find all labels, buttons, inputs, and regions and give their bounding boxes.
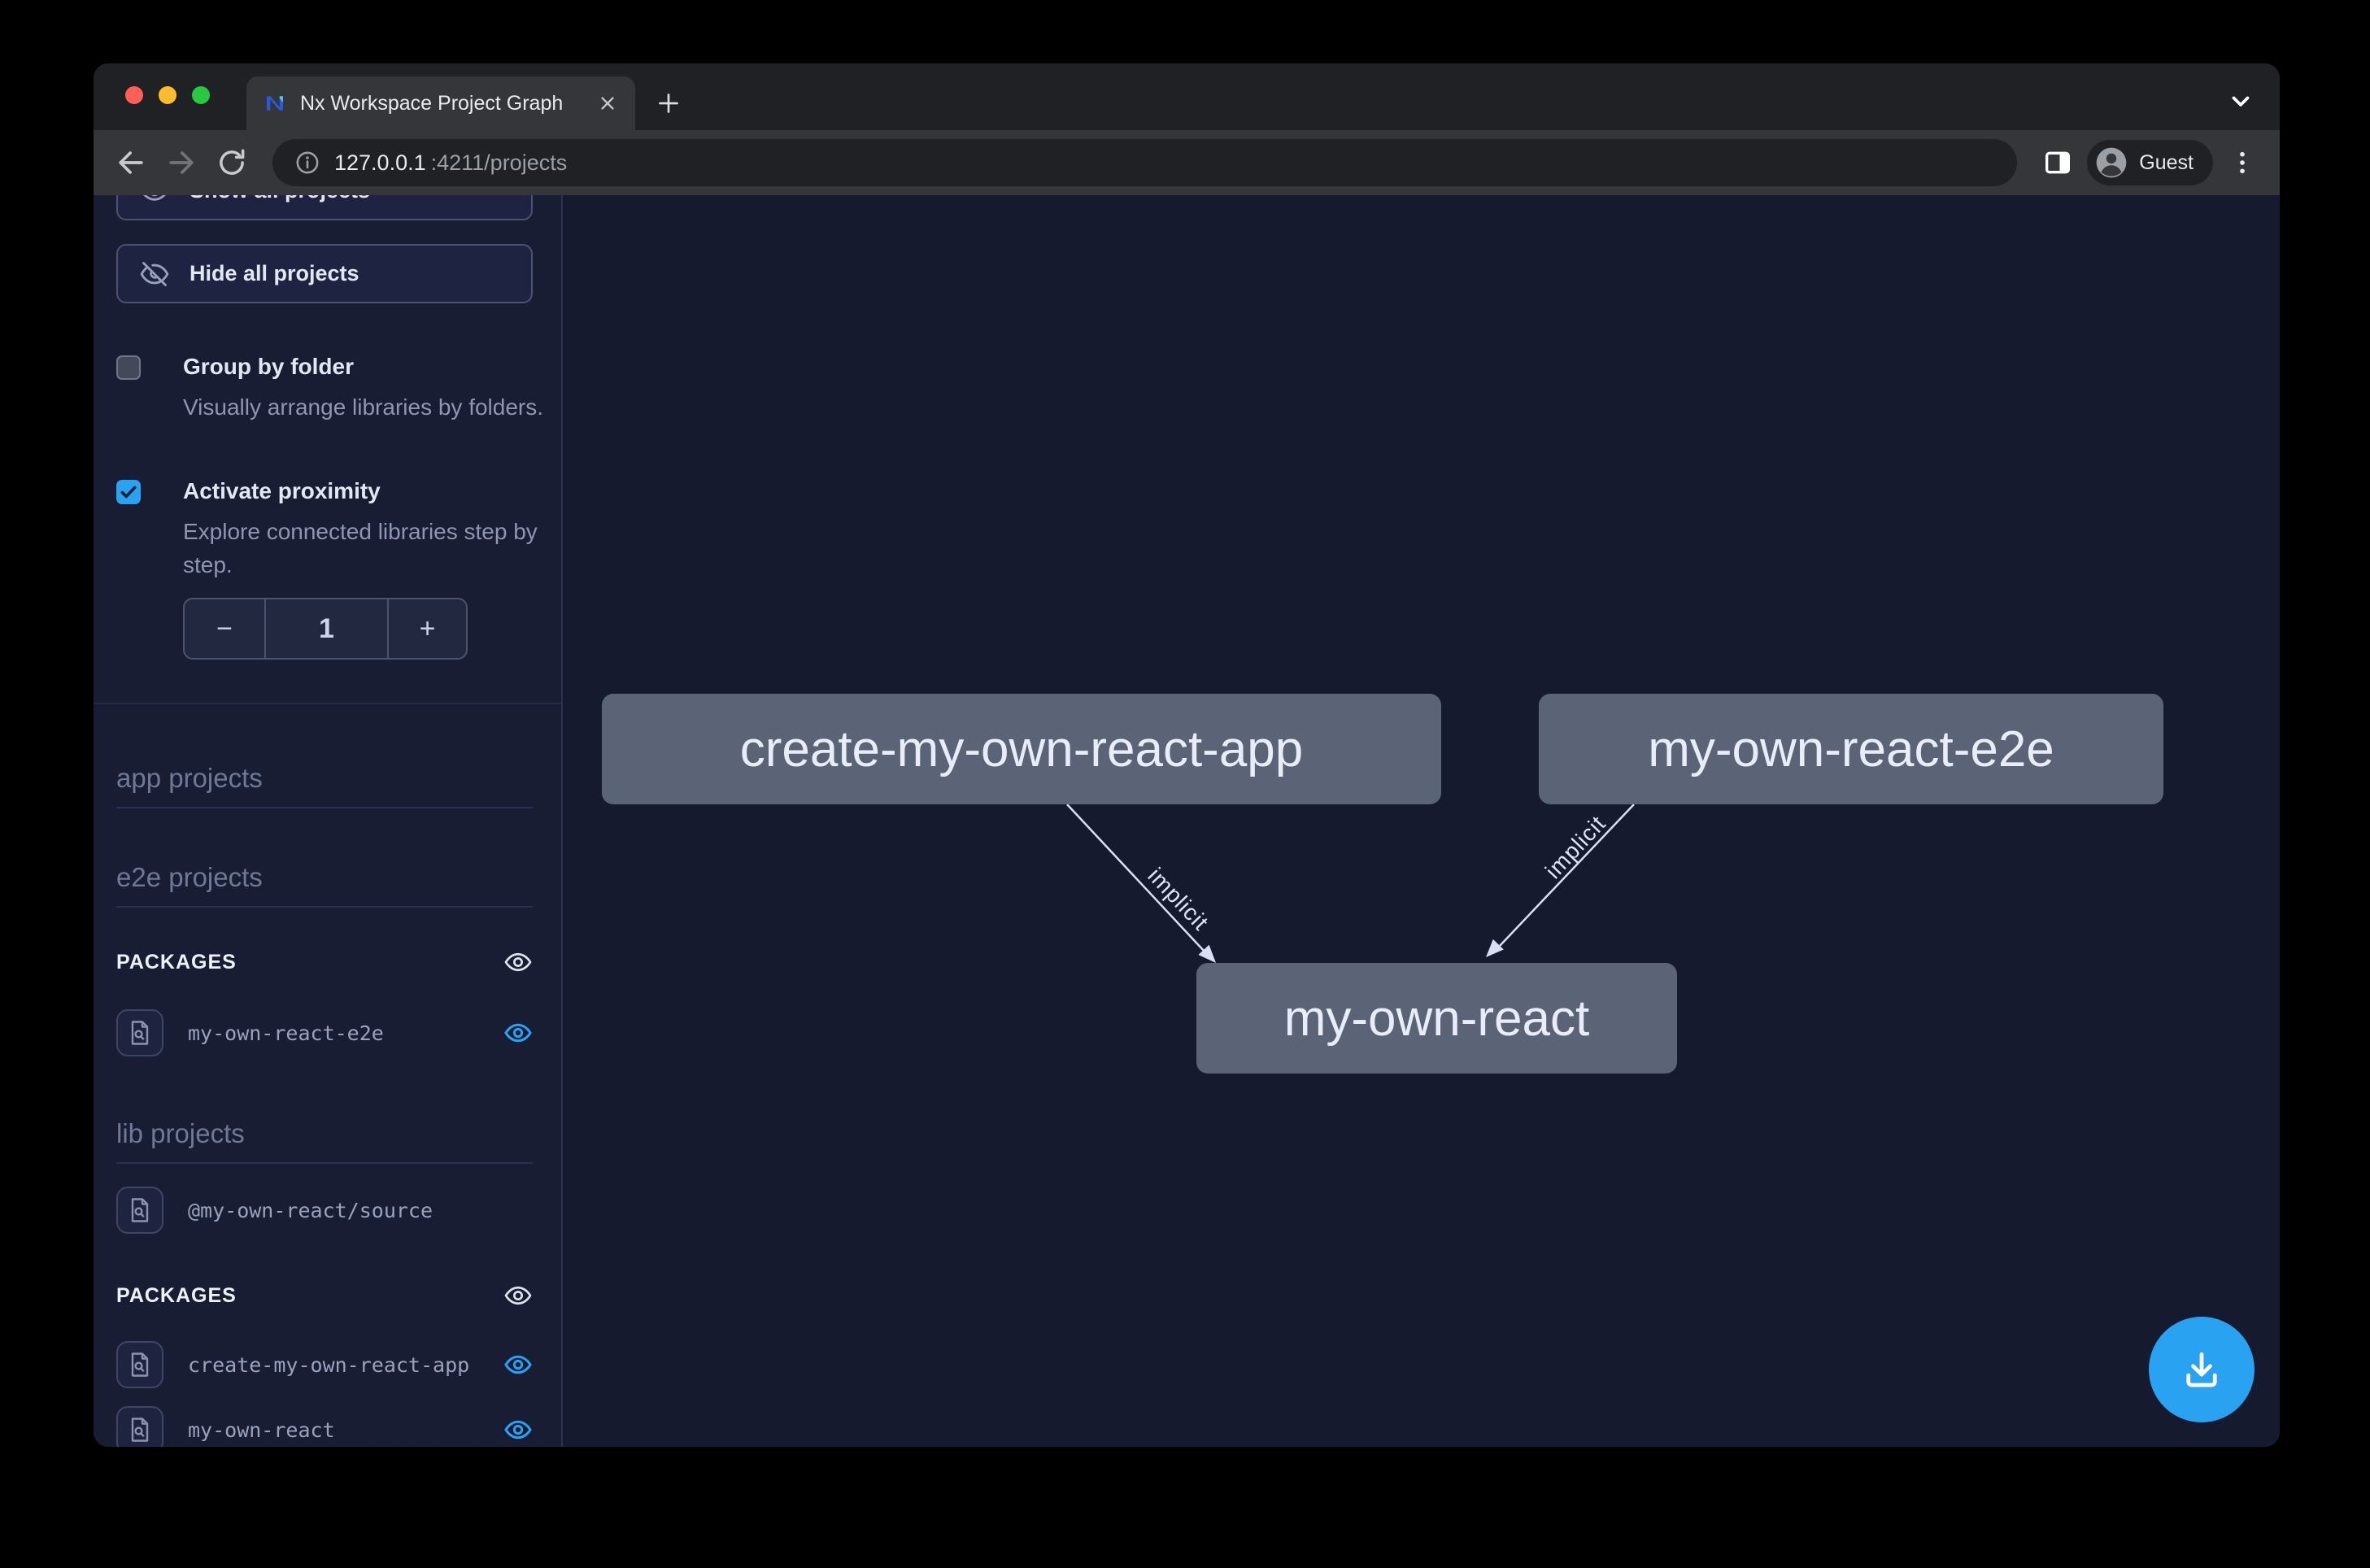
- browser-tab[interactable]: Nx Workspace Project Graph: [246, 76, 635, 130]
- stepper-increment-button[interactable]: +: [387, 599, 466, 658]
- activate-proximity-description: Explore connected libraries step by step…: [183, 519, 538, 577]
- window-minimize-button[interactable]: [159, 86, 176, 104]
- download-graph-button[interactable]: [2149, 1317, 2255, 1422]
- tabstrip-chevron-icon[interactable]: [2223, 85, 2259, 117]
- graph-node-create-my-own-react-app[interactable]: create-my-own-react-app: [602, 694, 1441, 804]
- browser-tab-strip: Nx Workspace Project Graph: [94, 63, 2280, 130]
- side-panel-icon[interactable]: [2037, 142, 2079, 184]
- profile-button[interactable]: Guest: [2087, 140, 2213, 185]
- project-row-my-own-react-e2e: my-own-react-e2e: [116, 1008, 533, 1057]
- graph-node-my-own-react-e2e[interactable]: my-own-react-e2e: [1539, 694, 2163, 804]
- edge-label-implicit: implicit: [1540, 811, 1610, 884]
- nx-logo-icon: [263, 91, 287, 115]
- back-icon[interactable]: [110, 142, 152, 184]
- focus-project-icon[interactable]: [116, 1406, 163, 1447]
- url-host: 127.0.0.1: [334, 150, 426, 175]
- e2e-packages-label: PACKAGES: [116, 950, 237, 973]
- activate-proximity-checkbox[interactable]: [116, 480, 141, 504]
- new-tab-icon[interactable]: [648, 83, 689, 124]
- e2e-projects-heading: e2e projects: [116, 862, 533, 908]
- activate-proximity-label: Activate proximity: [183, 478, 381, 503]
- project-row-my-own-react: my-own-react: [116, 1405, 533, 1447]
- url-path: :4211/projects: [430, 150, 568, 175]
- sidebar: Show all projects Hide all projects Grou…: [94, 195, 563, 1447]
- avatar-icon: [2093, 145, 2129, 181]
- sidebar-divider: [94, 703, 561, 704]
- edge-line: [1499, 804, 1635, 947]
- edge-arrowhead: [1198, 944, 1216, 963]
- project-graph-canvas[interactable]: implicit implicit create-my-own-react-ap…: [563, 195, 2280, 1447]
- download-icon: [2177, 1345, 2226, 1394]
- project-name[interactable]: my-own-react-e2e: [188, 1021, 384, 1045]
- show-all-projects-label: Show all projects: [190, 195, 370, 203]
- e2e-packages-header: PACKAGES: [116, 947, 533, 977]
- app-content: Show all projects Hide all projects Grou…: [94, 195, 2280, 1447]
- eye-icon[interactable]: [503, 1415, 533, 1444]
- window-close-button[interactable]: [125, 86, 143, 104]
- window-zoom-button[interactable]: [192, 86, 210, 104]
- lib-packages-label: PACKAGES: [116, 1283, 237, 1307]
- eye-icon[interactable]: [503, 1281, 533, 1310]
- eye-icon[interactable]: [503, 947, 533, 977]
- tab-title: Nx Workspace Project Graph: [300, 91, 564, 115]
- focus-project-icon[interactable]: [116, 1341, 163, 1388]
- app-projects-heading: app projects: [116, 763, 533, 808]
- stepper-decrement-button[interactable]: −: [185, 599, 266, 658]
- edge-arrowhead: [1486, 939, 1504, 957]
- eye-off-icon: [139, 259, 170, 290]
- hide-all-projects-label: Hide all projects: [190, 261, 359, 285]
- graph-node-my-own-react[interactable]: my-own-react: [1196, 963, 1677, 1074]
- group-by-folder-checkbox[interactable]: [116, 355, 141, 380]
- show-all-projects-button[interactable]: Show all projects: [116, 195, 533, 220]
- hide-all-projects-button[interactable]: Hide all projects: [116, 244, 533, 303]
- project-name[interactable]: create-my-own-react-app: [188, 1352, 470, 1377]
- group-by-folder-option: Group by folder Visually arrange librari…: [116, 354, 543, 425]
- focus-project-icon[interactable]: [116, 1187, 163, 1234]
- graph-edges: implicit implicit: [1066, 804, 1635, 963]
- activate-proximity-option: Activate proximity Explore connected lib…: [116, 478, 538, 581]
- focus-project-icon[interactable]: [116, 1009, 163, 1056]
- group-by-folder-label: Group by folder: [183, 354, 354, 379]
- stepper-value: 1: [319, 612, 334, 644]
- url-bar[interactable]: 127.0.0.1 :4211/projects: [272, 139, 2018, 186]
- kebab-menu-icon[interactable]: [2221, 142, 2263, 184]
- project-row-my-own-react-source: @my-own-react/source: [116, 1186, 533, 1235]
- lib-projects-heading: lib projects: [116, 1118, 533, 1164]
- profile-label: Guest: [2139, 150, 2194, 174]
- proximity-depth-stepper: − 1 +: [183, 598, 468, 660]
- lib-packages-header: PACKAGES: [116, 1281, 533, 1310]
- browser-toolbar: 127.0.0.1 :4211/projects Guest: [94, 130, 2280, 195]
- eye-icon[interactable]: [503, 1350, 533, 1379]
- browser-window: Nx Workspace Project Graph 127.0.0.1: [94, 63, 2280, 1447]
- project-name[interactable]: @my-own-react/source: [188, 1198, 433, 1222]
- project-row-create-my-own-react-app: create-my-own-react-app: [116, 1340, 533, 1389]
- tab-close-icon[interactable]: [596, 92, 619, 115]
- info-icon[interactable]: [294, 149, 321, 176]
- project-name[interactable]: my-own-react: [188, 1418, 335, 1442]
- eye-icon[interactable]: [503, 1018, 533, 1048]
- group-by-folder-description: Visually arrange libraries by folders.: [183, 394, 544, 420]
- forward-icon[interactable]: [160, 142, 203, 184]
- eye-icon: [139, 195, 170, 207]
- edge-line: [1066, 804, 1205, 952]
- reload-icon[interactable]: [211, 142, 253, 184]
